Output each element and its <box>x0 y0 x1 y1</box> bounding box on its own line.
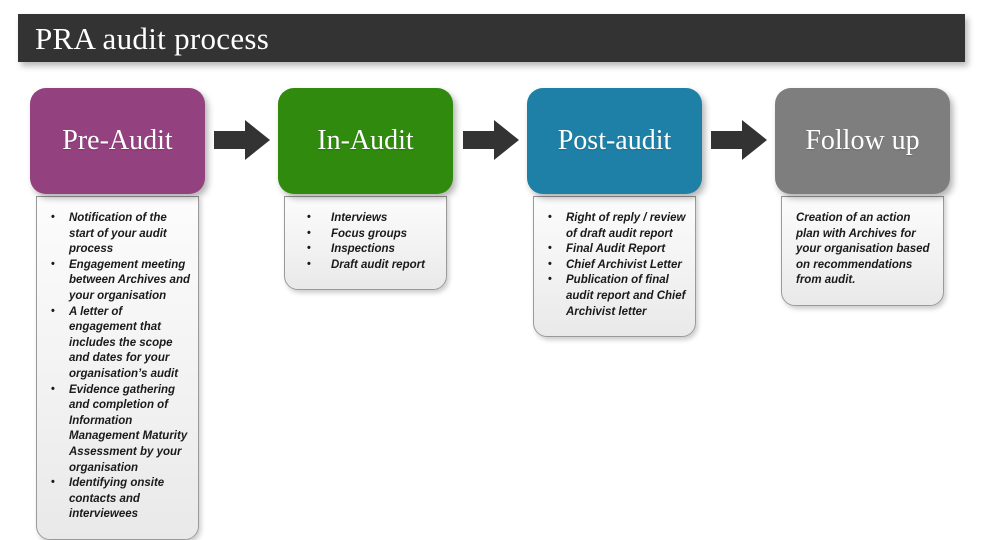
process-flow-diagram: Notification of the start of your audit … <box>0 0 983 529</box>
list-item: Engagement meeting between Archives and … <box>43 257 190 305</box>
stage-header-in-audit[interactable]: In-Audit <box>278 88 453 194</box>
stage-bullet-list-post-audit: Right of reply / review of draft audit r… <box>540 210 687 320</box>
list-item: Notification of the start of your audit … <box>43 210 190 258</box>
list-item: Identifying onsite contacts and intervie… <box>43 475 190 523</box>
stage-title-post-audit: Post-audit <box>557 125 672 156</box>
stage-title-pre-audit: Pre-Audit <box>62 125 173 156</box>
arrow-right-icon <box>711 118 767 162</box>
stage-bullet-list-in-audit: Interviews Focus groups Inspections Draf… <box>291 210 438 274</box>
list-item: Inspections <box>291 241 438 258</box>
page-title: PRA audit process <box>35 20 270 56</box>
list-item: A letter of engagement that includes the… <box>43 304 190 383</box>
page-title-bar: PRA audit process <box>18 14 965 62</box>
stage-body-card-pre-audit: Notification of the start of your audit … <box>36 196 199 540</box>
stage-bullet-list-pre-audit: Notification of the start of your audit … <box>43 210 190 523</box>
list-item: Right of reply / review of draft audit r… <box>540 210 687 242</box>
list-item: Final Audit Report <box>540 241 687 258</box>
arrow-right-icon <box>463 118 519 162</box>
list-item: Interviews <box>291 210 438 227</box>
stage-body-card-in-audit: Interviews Focus groups Inspections Draf… <box>284 196 447 291</box>
list-item: Draft audit report <box>291 257 438 274</box>
stage-header-post-audit[interactable]: Post-audit <box>527 88 702 194</box>
list-item: Chief Archivist Letter <box>540 257 687 274</box>
stage-body-card-post-audit: Right of reply / review of draft audit r… <box>533 196 696 338</box>
list-item: Publication of final audit report and Ch… <box>540 272 687 320</box>
stage-header-pre-audit[interactable]: Pre-Audit <box>30 88 205 194</box>
stage-paragraph-follow-up: Creation of an action plan with Archives… <box>796 212 930 287</box>
stage-title-follow-up: Follow up <box>805 125 920 156</box>
stage-body-card-follow-up: Creation of an action plan with Archives… <box>781 196 944 306</box>
stage-title-in-audit: In-Audit <box>317 125 414 156</box>
list-item: Evidence gathering and completion of Inf… <box>43 382 190 477</box>
list-item: Focus groups <box>291 226 438 243</box>
arrow-right-icon <box>214 118 270 162</box>
stage-header-follow-up[interactable]: Follow up <box>775 88 950 194</box>
